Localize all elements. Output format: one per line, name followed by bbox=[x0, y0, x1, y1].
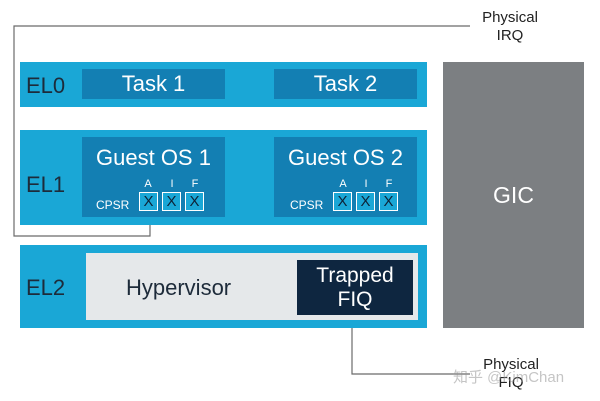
hypervisor-box: Hypervisor Trapped FIQ bbox=[86, 253, 418, 320]
gic-label: GIC bbox=[493, 181, 534, 208]
guest-os-1-title: Guest OS 1 bbox=[96, 145, 211, 170]
guest-os-2-flag-a: A bbox=[339, 178, 347, 190]
guest-os-1-box: Guest OS 1 A I F CPSR X X X bbox=[82, 137, 225, 217]
guest-os-2-i-mask-box: X bbox=[356, 192, 375, 211]
guest-os-1-i-mask-box: X bbox=[162, 192, 181, 211]
task-2-label: Task 2 bbox=[313, 71, 378, 96]
guest-os-1-a-mask-box: X bbox=[139, 192, 158, 211]
el1-row: EL1 Guest OS 1 A I F CPSR X X X Guest OS… bbox=[20, 130, 427, 225]
physical-fiq-line2: FIQ bbox=[498, 374, 524, 391]
physical-irq-line1: Physical bbox=[482, 9, 538, 26]
guest-os-1-cpsr-label: CPSR bbox=[96, 198, 130, 212]
el0-row: EL0 Task 1 Task 2 bbox=[20, 62, 427, 107]
guest-os-2-box: Guest OS 2 A I F CPSR X X X bbox=[274, 137, 417, 217]
task-2-box: Task 2 bbox=[274, 69, 417, 99]
guest-os-2-f-mask-box: X bbox=[379, 192, 398, 211]
physical-irq-arrow-line bbox=[13, 25, 470, 237]
guest-os-1-flag-i: I bbox=[170, 178, 174, 190]
physical-fiq-label: Physical FIQ bbox=[466, 356, 556, 392]
guest-os-1-flag-f: F bbox=[191, 178, 199, 190]
trapped-fiq-line1: Trapped bbox=[316, 263, 394, 287]
trapped-fiq-box: Trapped FIQ bbox=[297, 260, 413, 315]
physical-fiq-line1: Physical bbox=[483, 356, 539, 373]
guest-os-1-f-mask-box: X bbox=[185, 192, 204, 211]
physical-fiq-arrow-line bbox=[351, 318, 470, 375]
guest-os-2-a-mask-box: X bbox=[333, 192, 352, 211]
guest-os-1-flag-a: A bbox=[144, 178, 152, 190]
physical-irq-label: Physical IRQ bbox=[465, 9, 555, 45]
guest-os-2-title: Guest OS 2 bbox=[288, 145, 403, 170]
el0-label: EL0 bbox=[26, 73, 66, 98]
guest-os-2-flag-i: I bbox=[364, 178, 368, 190]
watermark-text: 知乎 @KimChan bbox=[453, 369, 565, 386]
task-1-label: Task 1 bbox=[121, 71, 186, 96]
el2-row: EL2 Hypervisor Trapped FIQ bbox=[20, 245, 427, 328]
el2-label: EL2 bbox=[26, 275, 66, 300]
el1-label: EL1 bbox=[26, 172, 66, 197]
trapped-fiq-line2: FIQ bbox=[337, 287, 373, 311]
guest-os-2-flag-f: F bbox=[385, 178, 393, 190]
gic-box: GIC bbox=[443, 62, 584, 328]
physical-irq-line2: IRQ bbox=[496, 27, 524, 44]
guest-os-2-cpsr-label: CPSR bbox=[290, 198, 324, 212]
hypervisor-label: Hypervisor bbox=[126, 275, 232, 300]
task-1-box: Task 1 bbox=[82, 69, 225, 99]
